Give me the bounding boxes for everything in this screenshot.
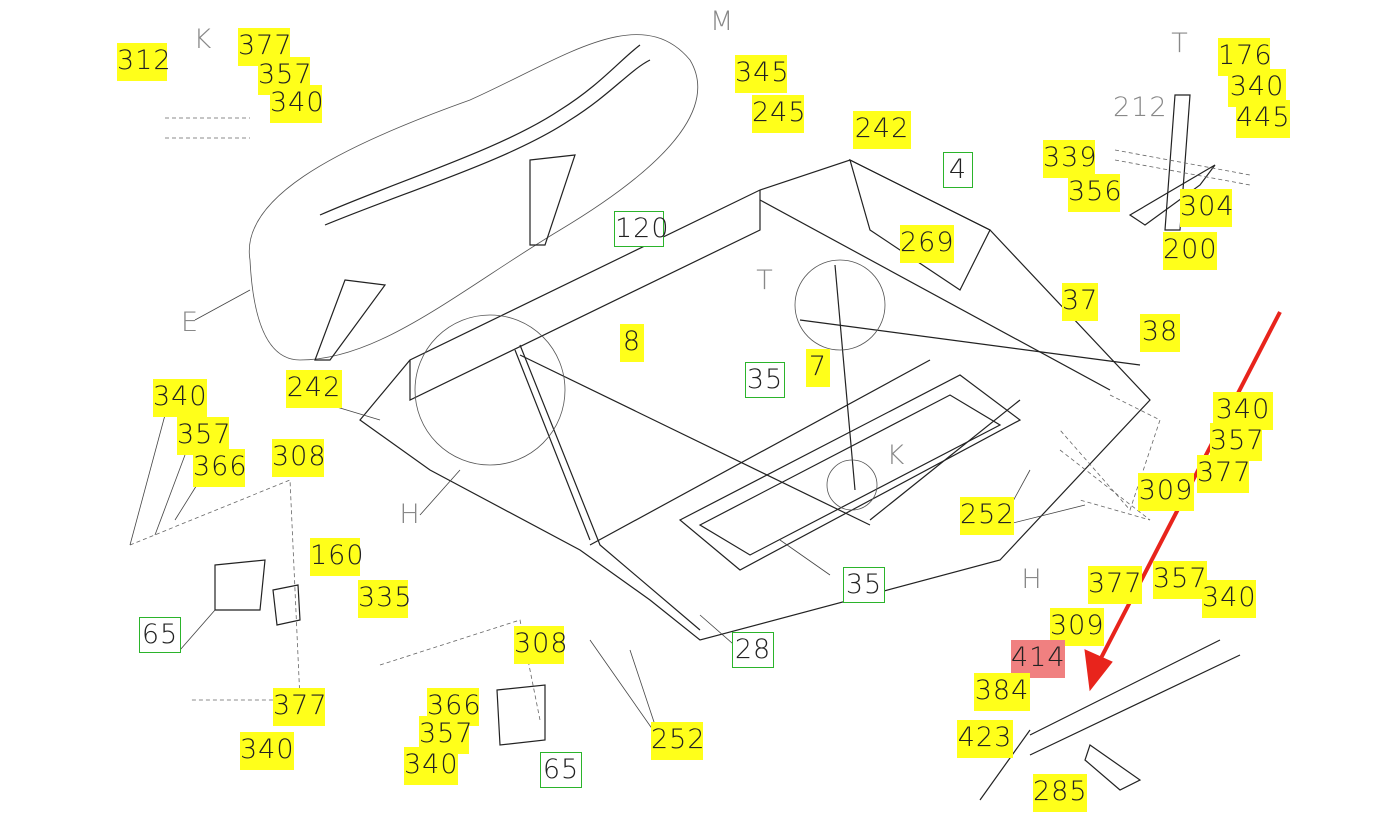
frame-rail [519, 344, 701, 631]
bracket [529, 154, 576, 246]
bracket-65a [214, 559, 266, 611]
part-label-377: 377 [1088, 566, 1142, 604]
part-label-285: 285 [1033, 774, 1087, 812]
assembly-label-120: 120 [614, 211, 669, 247]
part-label-340: 340 [270, 85, 324, 123]
part-label-340: 340 [240, 732, 294, 770]
part-label-200: 200 [1163, 232, 1217, 270]
cross-bar [759, 199, 1111, 391]
part-label-269: 269 [900, 225, 954, 263]
hatch-panel-inner [698, 394, 1002, 556]
assembly-label-28: 28 [732, 632, 774, 668]
h-detail-latch [1084, 744, 1142, 791]
part-label-7: 7 [806, 349, 830, 387]
cross-bar [589, 359, 931, 546]
part-label-37: 37 [1062, 283, 1098, 321]
view-label-h: H [1021, 564, 1043, 595]
detail-h-circle [414, 314, 566, 466]
part-label-160: 160 [310, 538, 364, 576]
frame-rail [409, 190, 761, 401]
view-label-k: K [193, 24, 213, 55]
part-label-340: 340 [1202, 580, 1256, 618]
hydraulic-line [324, 59, 651, 226]
view-label-t: T [1171, 28, 1189, 59]
hydraulic-line [319, 44, 641, 216]
cross-bar [519, 354, 871, 526]
part-label-309: 309 [1138, 473, 1194, 511]
part-label-377: 377 [273, 688, 327, 726]
part-label-356: 356 [1068, 174, 1122, 212]
part-label-345: 345 [735, 55, 789, 93]
part-label-340: 340 [153, 379, 207, 417]
part-label-339: 339 [1043, 140, 1097, 178]
detail-k-circle [826, 459, 878, 511]
plate-160 [272, 584, 301, 626]
part-label-357: 357 [1153, 561, 1207, 599]
part-label-245: 245 [752, 95, 806, 133]
part-label-312: 312 [117, 43, 171, 81]
h-detail-rail [979, 639, 1241, 801]
view-label-t-callout: T [756, 265, 774, 296]
t-detail-plate [1128, 164, 1216, 226]
part-label-414-highlighted: 414 [1011, 640, 1065, 678]
part-label-38: 38 [1140, 314, 1180, 352]
part-label-445: 445 [1236, 100, 1290, 138]
part-label-252: 252 [960, 497, 1014, 535]
part-label-242: 242 [286, 370, 342, 408]
part-label-309: 309 [1050, 608, 1104, 646]
view-label-k-callout: K [886, 440, 906, 471]
hatch-panel [678, 374, 1022, 571]
part-label-366: 366 [193, 449, 247, 487]
part-label-212: 212 [1113, 92, 1168, 123]
side-plate [849, 158, 991, 291]
part-label-340: 340 [404, 747, 458, 785]
assembly-label-35: 35 [843, 567, 885, 603]
part-label-8: 8 [620, 324, 644, 362]
assembly-label-35: 35 [745, 362, 785, 398]
part-label-384: 384 [974, 673, 1030, 711]
assembly-label-65: 65 [139, 617, 181, 653]
assembly-label-4: 4 [943, 152, 973, 188]
part-label-357: 357 [177, 417, 231, 455]
part-label-357: 357 [1210, 423, 1264, 461]
t-detail-post [1164, 94, 1191, 231]
part-label-252: 252 [651, 722, 705, 760]
main-frame [359, 159, 1151, 641]
detail-e-outline [248, 34, 699, 361]
part-label-357: 357 [419, 716, 473, 754]
detail-t-circle [794, 259, 886, 351]
part-label-242: 242 [853, 111, 911, 149]
view-label-h-callout: H [399, 499, 421, 530]
assembly-label-65: 65 [540, 752, 582, 788]
part-label-377: 377 [1197, 455, 1251, 493]
cross-bar [514, 349, 591, 541]
part-label-308: 308 [272, 439, 326, 477]
part-label-308: 308 [514, 626, 568, 664]
cross-bar [834, 264, 856, 491]
part-label-304: 304 [1180, 189, 1234, 227]
cross-bar [799, 319, 1141, 366]
bracket-65b [496, 684, 546, 746]
view-label-m: M [710, 6, 735, 37]
bracket [314, 279, 387, 361]
part-label-423: 423 [957, 720, 1013, 758]
part-label-335: 335 [358, 580, 412, 618]
view-label-e: E [180, 307, 200, 338]
